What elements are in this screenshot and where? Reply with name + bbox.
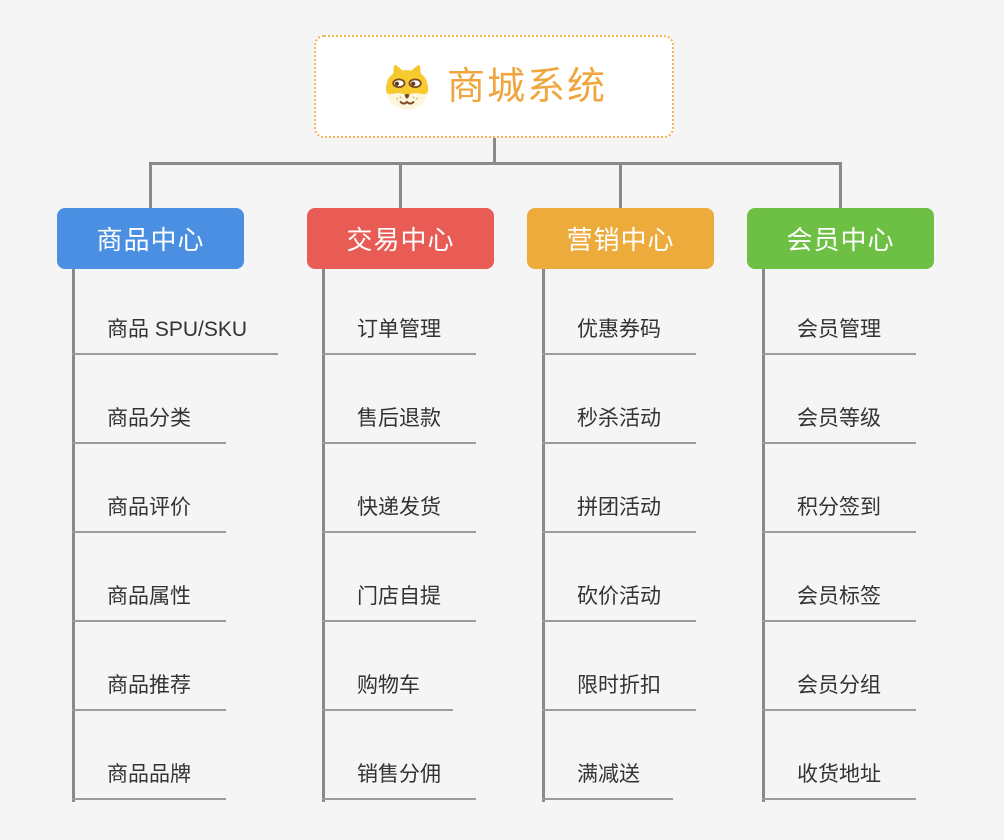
leaf-node[interactable]: 商品分类 xyxy=(72,405,226,444)
leaf-node[interactable]: 会员分组 xyxy=(762,672,916,711)
branch-node-member-center[interactable]: 会员中心 xyxy=(747,208,934,269)
leaf-node[interactable]: 商品属性 xyxy=(72,583,226,622)
leaf-node[interactable]: 收货地址 xyxy=(762,761,916,800)
leaf-node[interactable]: 砍价活动 xyxy=(542,583,696,622)
leaf-node[interactable]: 会员管理 xyxy=(762,316,916,355)
leaf-node[interactable]: 快递发货 xyxy=(322,494,476,533)
root-title: 商城系统 xyxy=(446,65,607,108)
connector-drop xyxy=(149,162,152,209)
connector-bus xyxy=(149,162,841,165)
leaf-node[interactable]: 积分签到 xyxy=(762,494,916,533)
leaf-node[interactable]: 门店自提 xyxy=(322,583,476,622)
connector-root-stub xyxy=(493,136,496,163)
leaf-node[interactable]: 商品推荐 xyxy=(72,672,226,711)
connector-drop xyxy=(399,162,402,209)
leaf-node[interactable]: 商品 SPU/SKU xyxy=(72,316,278,355)
leaf-node[interactable]: 优惠券码 xyxy=(542,316,696,355)
connector-rail xyxy=(762,269,765,802)
leaf-node[interactable]: 售后退款 xyxy=(322,405,476,444)
leaf-node[interactable]: 限时折扣 xyxy=(542,672,696,711)
leaf-node[interactable]: 销售分佣 xyxy=(322,761,476,800)
branch-node-marketing-center[interactable]: 营销中心 xyxy=(527,208,714,269)
connector-drop xyxy=(619,162,622,209)
leaf-node[interactable]: 商品品牌 xyxy=(72,761,226,800)
connector-drop xyxy=(839,162,842,209)
leaf-node[interactable]: 订单管理 xyxy=(322,316,476,355)
root-node[interactable]: 商城系统 xyxy=(314,35,674,138)
leaf-node[interactable]: 秒杀活动 xyxy=(542,405,696,444)
leaf-node[interactable]: 购物车 xyxy=(322,672,453,711)
branch-node-trade-center[interactable]: 交易中心 xyxy=(307,208,494,269)
leaf-node[interactable]: 满减送 xyxy=(542,761,673,800)
dog-face-icon xyxy=(381,62,433,111)
connector-rail xyxy=(542,269,545,802)
leaf-node[interactable]: 商品评价 xyxy=(72,494,226,533)
connector-rail xyxy=(72,269,75,802)
leaf-node[interactable]: 会员等级 xyxy=(762,405,916,444)
connector-rail xyxy=(322,269,325,802)
leaf-node[interactable]: 拼团活动 xyxy=(542,494,696,533)
leaf-node[interactable]: 会员标签 xyxy=(762,583,916,622)
branch-node-product-center[interactable]: 商品中心 xyxy=(57,208,244,269)
